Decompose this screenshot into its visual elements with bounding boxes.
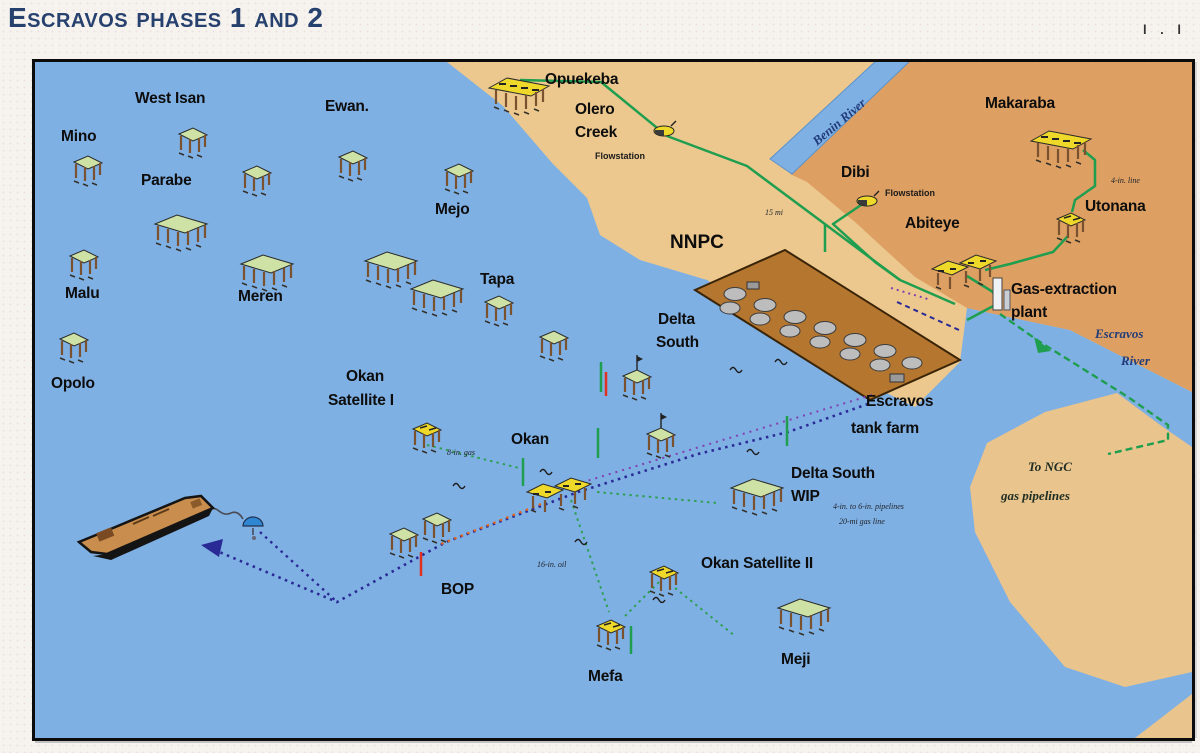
platform-tapa-group-3 xyxy=(538,330,570,362)
marsh-symbols xyxy=(452,358,788,604)
platform-buoy xyxy=(242,516,264,540)
label-meren: Meren xyxy=(238,288,283,305)
landmass-northeast xyxy=(790,62,1192,392)
riser-ticks-green xyxy=(521,362,789,654)
label-south: South xyxy=(656,334,699,351)
label-parabe: Parabe xyxy=(141,172,192,189)
platform-olero-creek-flowstation xyxy=(653,120,677,137)
label-meji: Meji xyxy=(781,651,811,668)
label-to-ngc: To NGC xyxy=(1028,459,1072,474)
label-escravos: Escravos xyxy=(1095,326,1144,341)
label-gas-extraction: Gas-extraction xyxy=(1011,281,1117,298)
label-delta-south: Delta South xyxy=(791,465,875,482)
label-west-isan: West Isan xyxy=(135,90,206,107)
platform-mino xyxy=(72,155,104,187)
platform-tanker xyxy=(76,494,216,560)
label-okan: Okan xyxy=(511,431,549,448)
label-wip: WIP xyxy=(791,488,820,505)
label-abiteye: Abiteye xyxy=(905,215,960,232)
platform-west-isan xyxy=(177,127,209,159)
platform-malu xyxy=(68,249,100,281)
platform-okan-satellite-2 xyxy=(648,565,680,597)
landmass-southeast xyxy=(970,393,1192,738)
platform-west-isan-2 xyxy=(241,165,273,197)
label-15-mi: 15 mi xyxy=(765,208,783,217)
platform-abiteye xyxy=(930,254,998,290)
label-plant: plant xyxy=(1011,304,1048,321)
label-makaraba: Makaraba xyxy=(985,95,1055,112)
map-graphics xyxy=(201,62,1192,738)
platform-gas-extraction-plant xyxy=(992,277,1011,311)
label-malu: Malu xyxy=(65,285,100,302)
label-8-in-gas: 8-in. gas xyxy=(447,448,475,457)
label-tank-farm: tank farm xyxy=(851,420,919,437)
pipeline-ngc-dashed xyxy=(999,313,1170,456)
platform-mefa xyxy=(595,619,627,651)
platform-utonana xyxy=(1055,212,1087,244)
label-utonana: Utonana xyxy=(1085,198,1146,215)
platform-tapa-group-2 xyxy=(409,279,465,317)
label-flowstation: Flowstation xyxy=(885,188,935,198)
platform-makaraba xyxy=(1029,130,1093,169)
label-satellite-i: Satellite I xyxy=(328,392,394,409)
label-escravos: Escravos xyxy=(866,393,934,410)
label-olero: Olero xyxy=(575,101,615,118)
label-tapa: Tapa xyxy=(480,271,515,288)
label-mejo: Mejo xyxy=(435,201,470,218)
label-benin-river: Benin River xyxy=(809,95,869,149)
label-opolo: Opolo xyxy=(51,375,95,392)
label-mefa: Mefa xyxy=(588,668,623,685)
pipeline-purple xyxy=(579,287,932,484)
label-creek: Creek xyxy=(575,124,618,141)
platform-dibi-flowstation xyxy=(856,190,880,207)
navy-arrow xyxy=(201,539,223,557)
ngc-arrow xyxy=(1034,337,1051,353)
label-flowstation: Flowstation xyxy=(595,151,645,161)
benin-river xyxy=(769,62,910,175)
pipelines-green-dotted xyxy=(426,444,736,637)
label-dibi: Dibi xyxy=(841,164,870,181)
label-4-in-line: 4-in. line xyxy=(1111,176,1140,185)
platform-bop-1 xyxy=(388,527,420,559)
platform-parabe xyxy=(153,214,209,252)
label-opuekeba: Opuekeba xyxy=(545,71,619,88)
platform-tapa-group-1 xyxy=(363,251,419,289)
label-okan: Okan xyxy=(346,368,384,385)
platform-opolo xyxy=(58,332,90,364)
platform-delta-south-wip xyxy=(729,478,785,516)
platform-ewan xyxy=(337,150,369,182)
platform-icon-layer xyxy=(35,62,1192,738)
platform-meji xyxy=(776,598,832,636)
label-4-in-to-6-in-pipelines: 4-in. to 6-in. pipelines xyxy=(833,502,904,511)
label-mino: Mino xyxy=(61,128,97,145)
platform-mejo xyxy=(443,163,475,195)
platform-okan-satellite-1 xyxy=(411,422,443,454)
platform-tapa xyxy=(483,295,515,327)
platform-delta-south-1 xyxy=(621,355,653,401)
label-ewan: Ewan. xyxy=(325,98,369,115)
platform-okan xyxy=(525,477,593,513)
label-20-mi-gas-line: 20-mi gas line xyxy=(839,517,885,526)
label-okan-satellite-ii: Okan Satellite II xyxy=(701,555,814,572)
platform-meren xyxy=(239,254,295,292)
platform-delta-south-2 xyxy=(645,413,677,459)
label-nnpc: NNPC xyxy=(670,232,724,253)
label-bop: BOP xyxy=(441,581,474,598)
page-title: Escravos phases 1 and 2 xyxy=(8,2,324,33)
label-river: River xyxy=(1121,353,1150,368)
label-delta: Delta xyxy=(658,311,695,328)
corner-mark: l . l xyxy=(1142,22,1186,37)
escravos-tank-farm xyxy=(692,248,963,402)
riser-ticks-red xyxy=(419,372,608,576)
platform-opuekeba xyxy=(487,77,551,116)
label-gas-pipelines: gas pipelines xyxy=(1001,488,1070,503)
platform-bop-2 xyxy=(421,512,453,544)
label-16-in-oil: 16-in. oil xyxy=(537,560,567,569)
